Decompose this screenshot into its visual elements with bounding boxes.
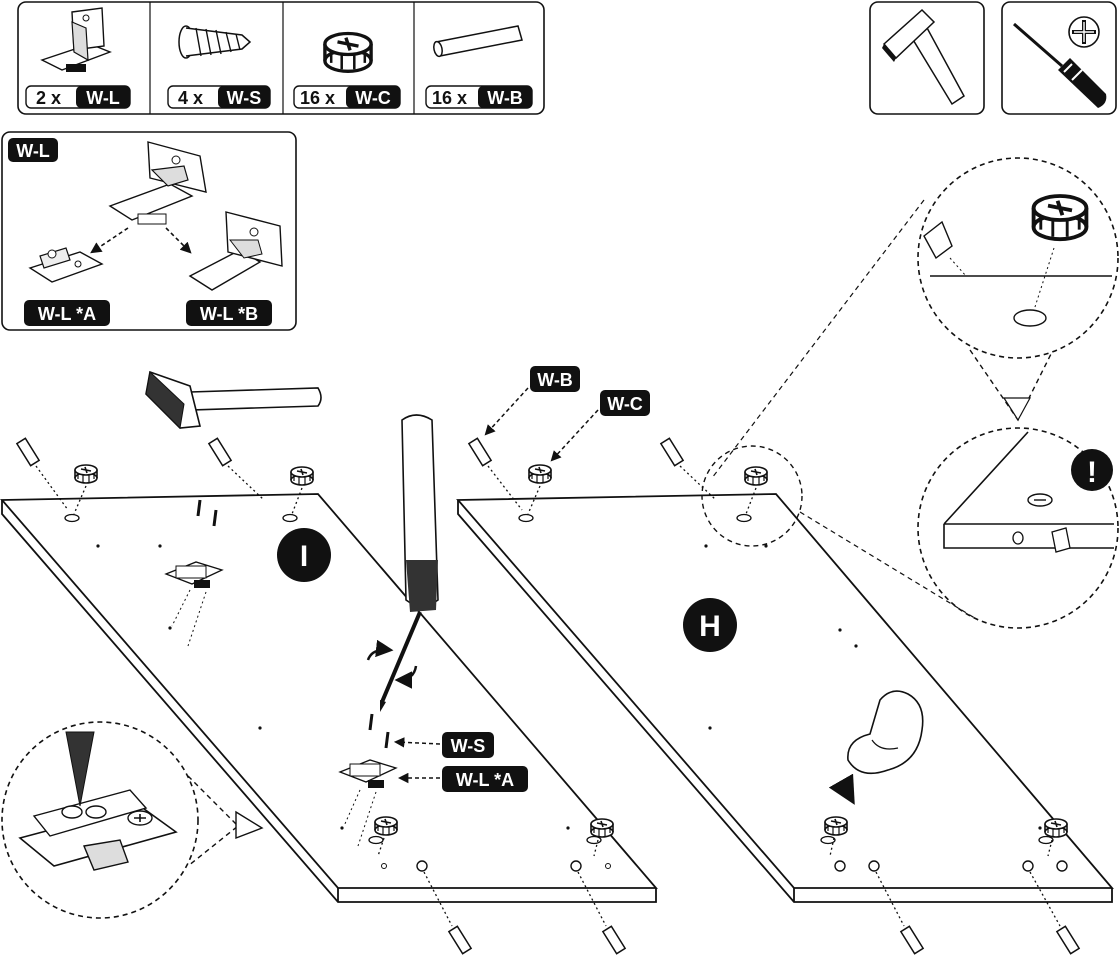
- part-code: W-S: [227, 88, 262, 108]
- part-code: W-L: [86, 88, 120, 108]
- callout-wla: W-L *A: [397, 766, 528, 792]
- callout-ws: W-S: [393, 732, 494, 758]
- pointing-hand-icon: [828, 690, 924, 805]
- part-qty: 4 x: [178, 88, 203, 108]
- callout-wb-label: W-B: [537, 370, 573, 390]
- part-qty: 2 x: [36, 88, 61, 108]
- cam-lock-icon: [323, 31, 373, 73]
- callout-wb: W-B: [484, 366, 580, 436]
- tool-screwdriver: [1001, 1, 1117, 115]
- panel-i-label: I: [300, 540, 308, 573]
- screw-icon: [178, 25, 252, 59]
- variant-b-label: W-L *B: [200, 304, 258, 324]
- part-label-wb: 16 x W-B: [425, 85, 533, 109]
- hinge-plate-top: [164, 499, 224, 647]
- panel-h-label: H: [699, 610, 721, 643]
- left-fittings: [16, 437, 626, 955]
- part-label-wc: 16 x W-C: [293, 85, 401, 109]
- right-fittings: [468, 437, 1080, 955]
- part-qty: 16 x: [432, 88, 467, 108]
- zoom-detail-corner: !: [701, 427, 1119, 629]
- dowel-icon: [433, 25, 523, 58]
- hammer-illustration: [145, 370, 322, 430]
- callout-wc-label: W-C: [607, 394, 643, 414]
- hinge-variant-a-icon: [28, 247, 104, 283]
- tool-hammer: [869, 1, 985, 115]
- phillips-screwdriver-icon: [1013, 16, 1107, 108]
- detail-title: W-L: [16, 141, 50, 161]
- part-code: W-C: [355, 88, 391, 108]
- screwdriver-illustration: [366, 414, 439, 712]
- hinge-plate-icon: [40, 7, 112, 72]
- zoom-detail-cam-dowel: [711, 157, 1119, 479]
- part-code: W-B: [487, 88, 523, 108]
- callout-ws-label: W-S: [451, 736, 486, 756]
- hinge-variant-b-icon: [188, 211, 283, 291]
- hammer-icon: [882, 8, 965, 106]
- part-label-ws: 4 x W-S: [167, 85, 271, 109]
- hinge-assembled-icon: [108, 141, 207, 225]
- panel-h: H: [456, 493, 1114, 903]
- callout-wc: W-C: [550, 390, 650, 462]
- callout-wla-label: W-L *A: [456, 770, 514, 790]
- hinge-plate-bottom: [338, 713, 398, 847]
- warning-icon: !: [1087, 456, 1097, 489]
- part-label-wl: 2 x W-L: [25, 85, 131, 109]
- hinge-detail-box: W-L W-L *A W-L *B: [1, 131, 297, 331]
- drill-holes: [96, 544, 570, 830]
- part-qty: 16 x: [300, 88, 335, 108]
- variant-a-label: W-L *A: [38, 304, 96, 324]
- zoom-detail-screw: [1, 721, 264, 919]
- parts-inventory: 2 x W-L 4 x W-S 16 x W-C 16 x W-B: [17, 1, 545, 115]
